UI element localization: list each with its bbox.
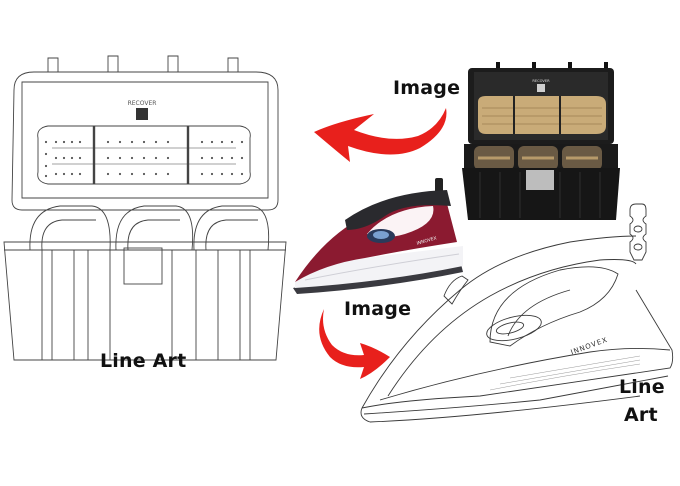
case-brand-text: RECOVER xyxy=(128,100,157,107)
arrow-left-icon xyxy=(314,108,447,162)
arrow-right-icon xyxy=(319,309,390,379)
case-photo-brand: RECOVER xyxy=(532,79,550,83)
case-line-art: RECOVER xyxy=(3,55,287,361)
iron-photo-brand: INNOVEX xyxy=(416,235,437,246)
iron-line-art: INNOVEX xyxy=(360,203,674,423)
case-image-label: Image xyxy=(393,77,461,99)
iron-line-art-label-line2: Art xyxy=(624,404,658,426)
iron-photo: INNOVEX xyxy=(293,178,463,294)
case-line-art-label: Line Art xyxy=(100,350,187,372)
iron-image-label: Image xyxy=(344,298,412,320)
iron-line-art-label-line1: Line xyxy=(619,376,665,398)
iron-line-art-brand: INNOVEX xyxy=(570,336,609,357)
case-photo: RECOVER xyxy=(462,62,620,220)
